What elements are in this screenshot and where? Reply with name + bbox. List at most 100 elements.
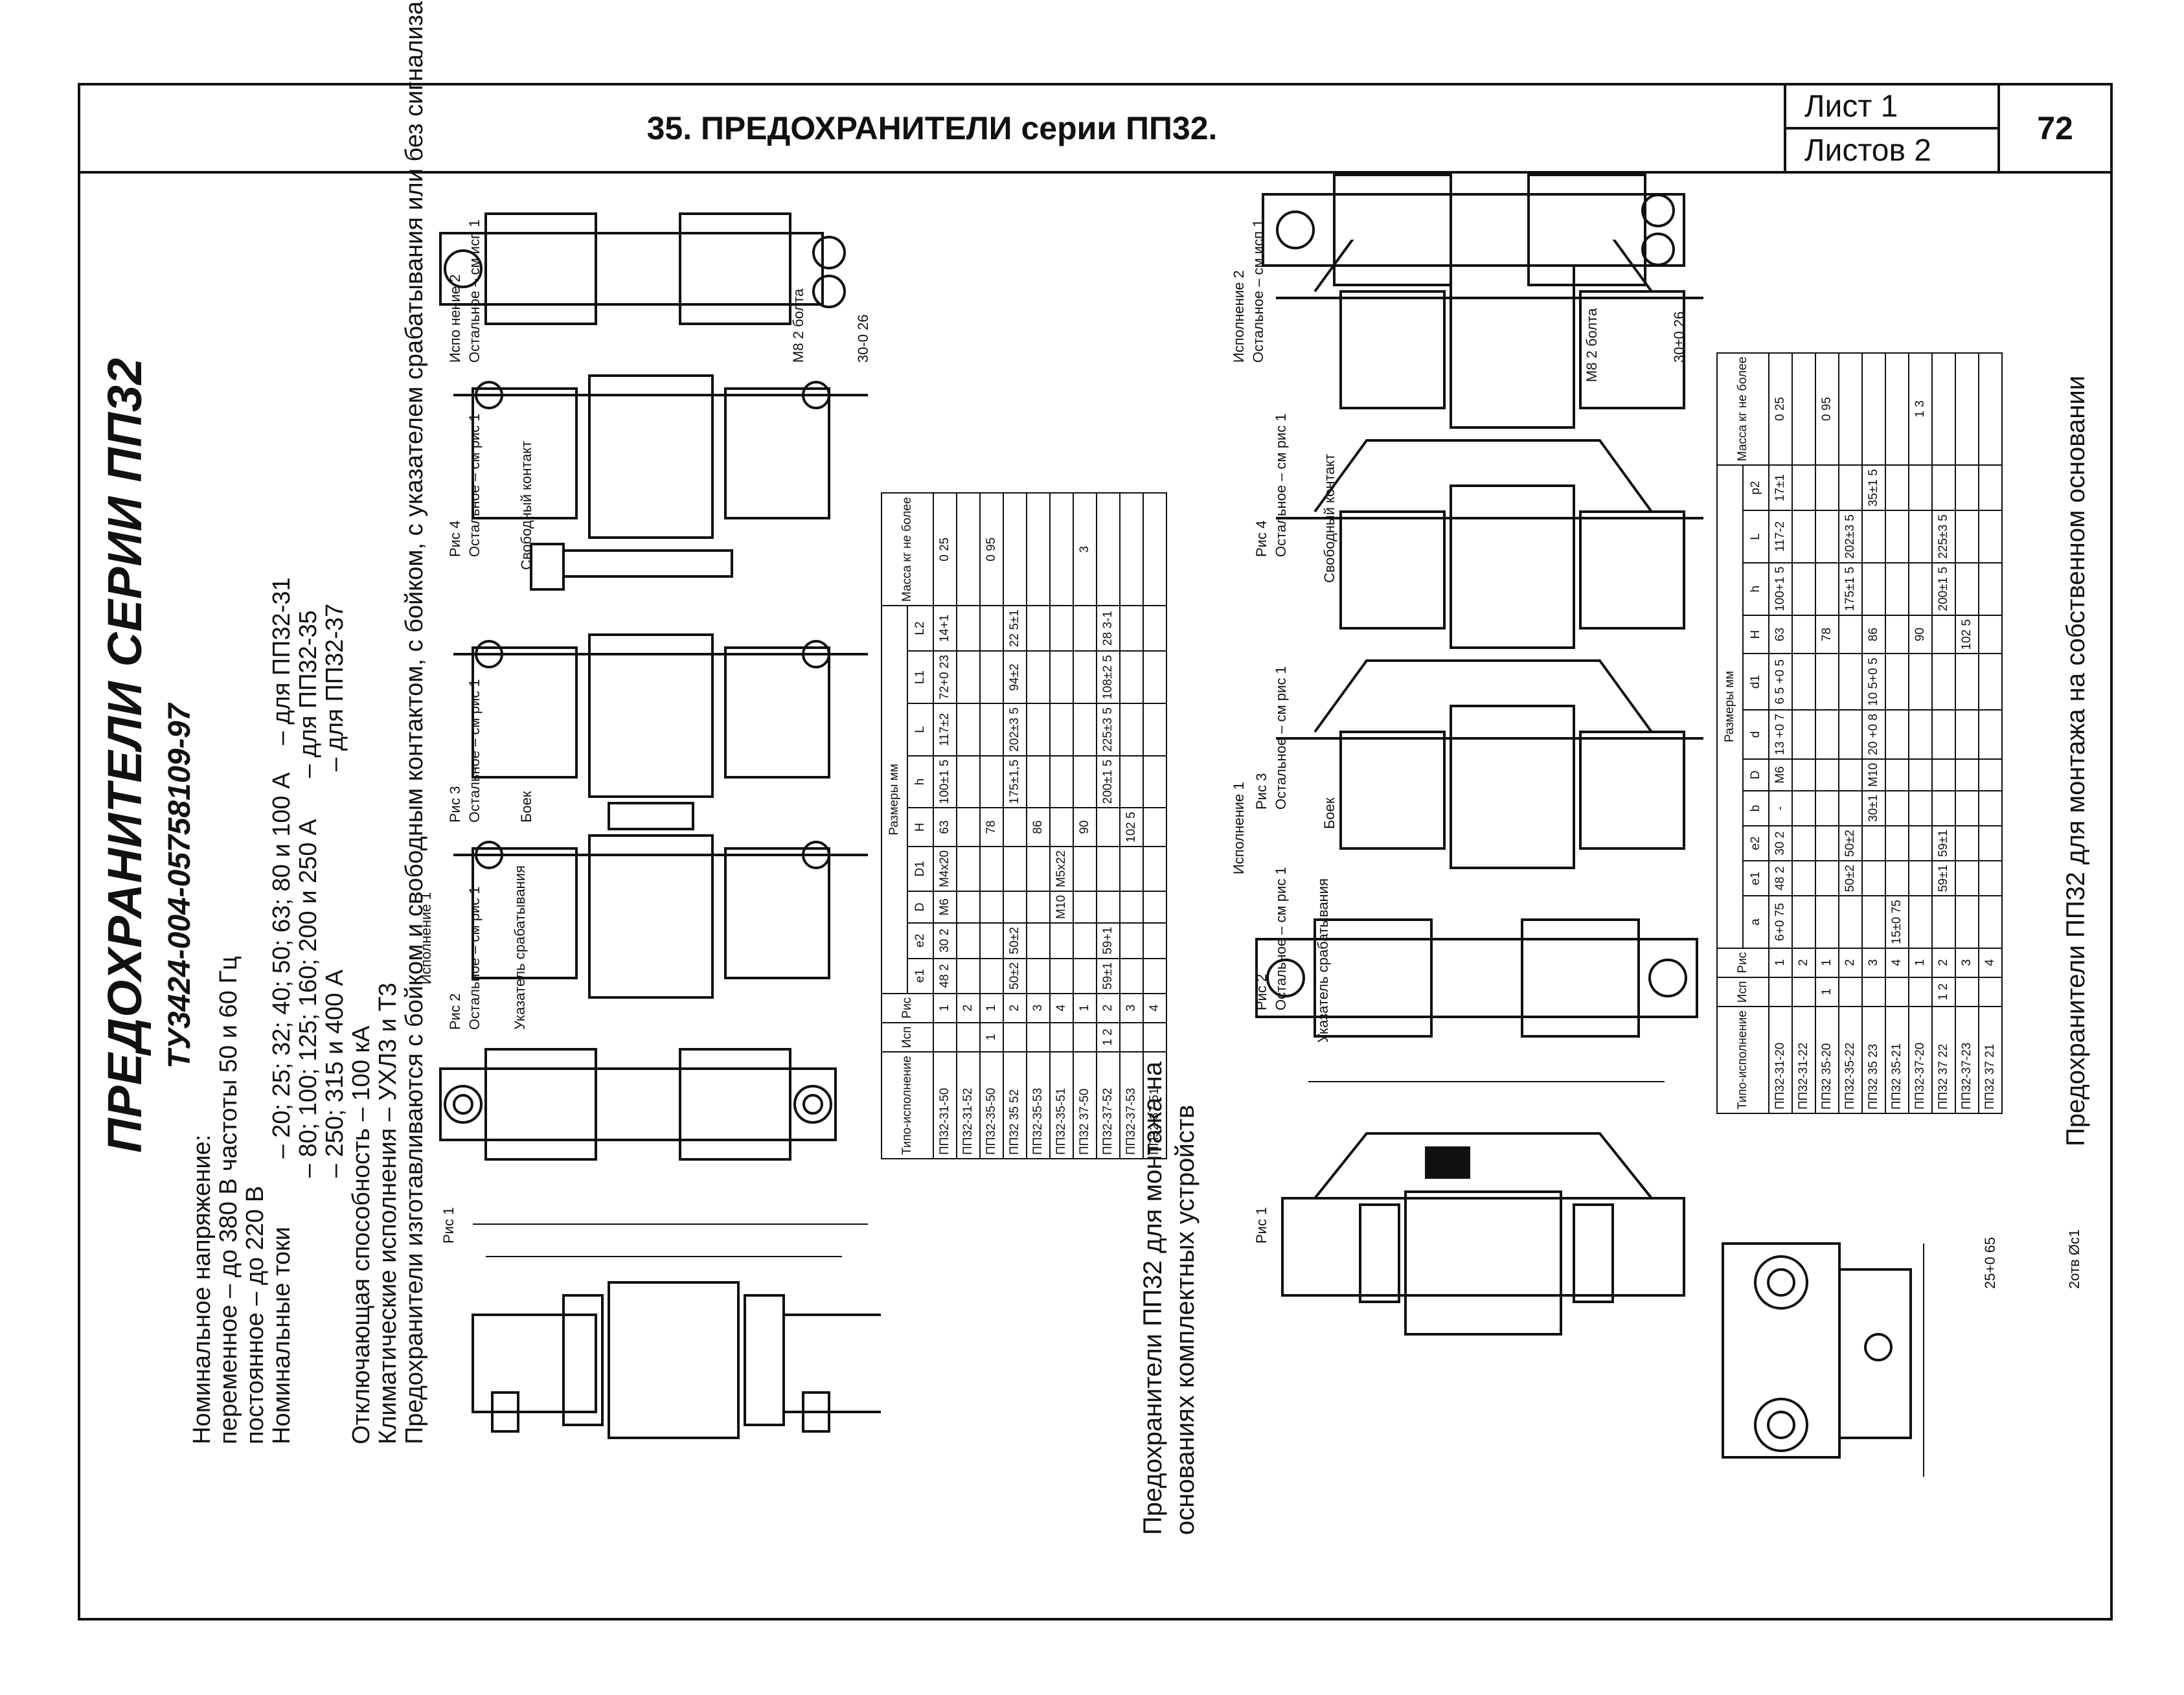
cell-ris: 1 (1769, 948, 1792, 977)
cell-mass (1885, 352, 1909, 466)
cell-h: 200±1 5 (1097, 755, 1120, 808)
cell-ris: 2 (957, 993, 980, 1023)
cell-l (1909, 510, 1932, 563)
cell-h (1792, 615, 1815, 654)
cell-b: - (1769, 790, 1792, 826)
cell-type: ПП32 35-21 (1885, 1007, 1909, 1113)
cell-e1: 48 2 (1769, 861, 1792, 896)
right-ris2: Рис 2 (1253, 973, 1269, 1010)
cell-d: 20 +0 8 (1862, 709, 1885, 759)
left-rest4: Остальное – см рис 1 (466, 413, 483, 557)
cell-ris: 3 (1120, 993, 1143, 1023)
right-fig1-side (1281, 1081, 1685, 1336)
cell-mass (1097, 493, 1120, 606)
cell-h (1839, 615, 1862, 654)
right-ris3: Рис 3 (1253, 773, 1269, 810)
cell-isp (1027, 1022, 1050, 1052)
cell-e2: 50±2 (1003, 922, 1027, 959)
cell-b (1815, 790, 1839, 826)
cell-b (1839, 790, 1862, 826)
cell-d1 (1073, 846, 1097, 891)
right-dim: 30±0 26 (1671, 311, 1687, 363)
th-dim-col: e1 (907, 958, 933, 994)
cell-l1 (1143, 651, 1166, 704)
th-dim-col: b (1743, 790, 1769, 826)
cell-e1: 50±2 (1003, 958, 1027, 994)
cell-ris: 4 (1050, 993, 1073, 1023)
cell-isp (1885, 977, 1909, 1007)
cell-ris: 2 (1839, 948, 1862, 977)
right-striker: Боек (1321, 797, 1337, 829)
left-table-wrap: Типо-исполнение Исп Рис Размеры мм Масса… (881, 492, 1167, 1159)
right-table-wrap: Типо-исполнение Исп Рис Размеры мм Масса… (1716, 352, 2003, 1114)
cell-h: 90 (1073, 808, 1097, 847)
cell-a (1792, 896, 1815, 948)
cell-isp (1839, 977, 1862, 1007)
cell-d1: 10 5+0 5 (1862, 654, 1885, 710)
cell-e2 (1909, 825, 1932, 861)
cell-a: 15±0 75 (1885, 896, 1909, 948)
right-base-drawing (1722, 1242, 1924, 1477)
cell-d (1792, 709, 1815, 759)
cell-d: М6 (1769, 758, 1792, 791)
cell-p2 (1932, 465, 1955, 511)
right-rest4: Остальное – см рис 1 (1273, 413, 1289, 557)
cell-isp: 1 2 (1932, 977, 1955, 1007)
cell-b (1909, 790, 1932, 826)
cell-d (1839, 709, 1862, 759)
cell-d: 13 +0 7 (1769, 709, 1792, 759)
cell-d: М6 (933, 891, 957, 923)
page-title: 35. ПРЕДОХРАНИТЕЛИ серии ПП32. (646, 110, 1218, 146)
cell-mass: 3 (1073, 493, 1097, 606)
left-free-contact: Свободный контакт (518, 440, 534, 570)
cell-l1: 108±2 5 (1097, 651, 1120, 704)
cell-d (1932, 709, 1955, 759)
cell-type: ПП32 35 23 (1862, 1007, 1885, 1113)
cell-d1 (1815, 654, 1839, 710)
th-dim-col: e1 (1743, 861, 1769, 896)
cell-d (1979, 709, 2002, 759)
cell-e1 (1027, 958, 1050, 994)
cell-isp (1073, 1022, 1097, 1052)
left-isp2: Испо нение 2 (447, 274, 463, 363)
left-ris2: Рис 2 (447, 993, 463, 1030)
cell-l (1073, 703, 1097, 756)
cell-l2 (980, 606, 1003, 652)
left-fig1-top (439, 1048, 837, 1161)
cell-p2 (1885, 465, 1909, 511)
left-ris4: Рис 4 (447, 520, 463, 557)
cell-d (1815, 758, 1839, 791)
cell-ris: 2 (1792, 948, 1815, 977)
th-isp: Исп (882, 1022, 933, 1052)
cell-d1 (1003, 846, 1027, 891)
cell-d (1120, 891, 1143, 923)
spec-line: Номинальные токи – 20; 25; 32; 40; 50; 6… (268, 577, 295, 1444)
cell-l1 (980, 651, 1003, 704)
cell-e2 (1143, 922, 1166, 959)
right-dim3: 2отв Øc1 (2066, 1229, 2082, 1289)
cell-mass (1862, 352, 1885, 466)
cell-l1 (1120, 651, 1143, 704)
cell-d (1909, 758, 1932, 791)
cell-p2 (1792, 465, 1815, 511)
cell-d1: М4х20 (933, 846, 957, 891)
th-ris: Рис (882, 993, 933, 1023)
cell-e1 (1050, 958, 1073, 994)
cell-mass (1143, 493, 1166, 606)
cell-e2 (1955, 825, 1979, 861)
th-mass: Масса кг не более (1717, 352, 1769, 466)
cell-l (1955, 510, 1979, 563)
cell-e2 (1120, 922, 1143, 959)
cell-mass (1027, 493, 1050, 606)
cell-isp (1143, 1022, 1166, 1052)
spec-line: переменное – до 380 В частоты 50 и 60 Гц (215, 956, 242, 1444)
cell-type: ПП32-37-52 (1097, 1052, 1120, 1159)
cell-l (1979, 510, 2002, 563)
left-fig3 (453, 633, 868, 830)
th-ris: Рис (1717, 948, 1769, 977)
cell-h (1120, 755, 1143, 808)
cell-d1 (1909, 654, 1932, 710)
cell-h (1979, 615, 2002, 654)
